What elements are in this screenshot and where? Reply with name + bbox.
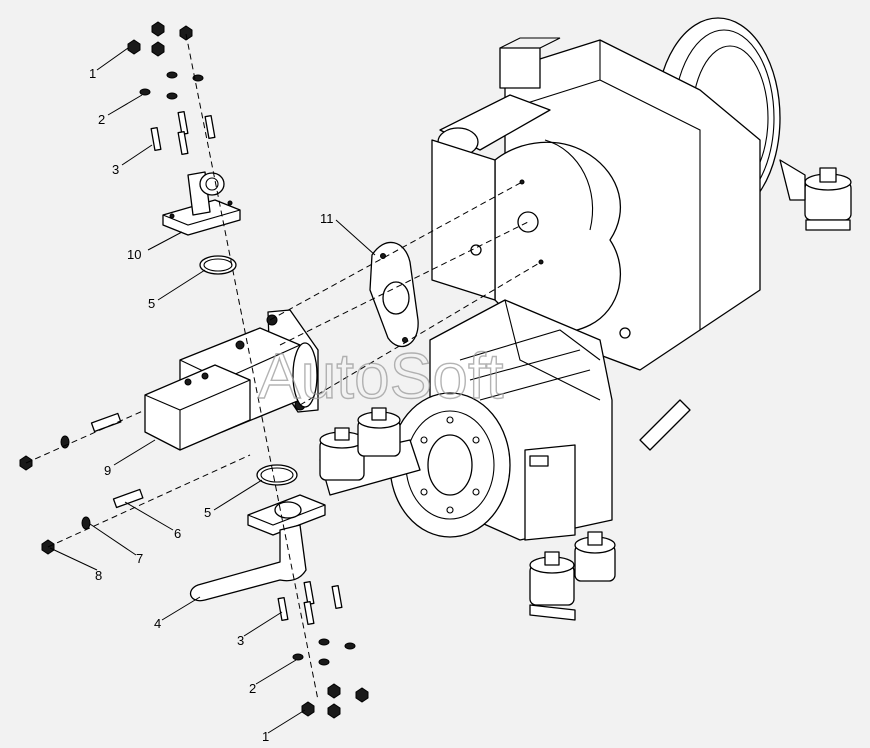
assembly-lines <box>25 33 542 701</box>
elbow-fitting <box>162 171 241 236</box>
fasteners-top <box>127 21 216 156</box>
callout-labels: 1 2 3 10 5 11 9 5 6 7 8 4 3 2 1 <box>89 66 334 744</box>
callout-3-bottom: 3 <box>237 633 244 648</box>
callout-11: 11 <box>320 211 334 226</box>
callout-1-bottom: 1 <box>262 729 269 744</box>
callout-8: 8 <box>95 568 102 583</box>
callout-2-top: 2 <box>98 112 105 127</box>
callout-7: 7 <box>136 551 143 566</box>
transmission-housing <box>389 17 781 541</box>
leader-lines <box>49 47 376 734</box>
callout-5-top: 5 <box>148 296 155 311</box>
watermark: AutoSoft <box>258 340 504 412</box>
callout-6: 6 <box>174 526 181 541</box>
lower-flange-hose <box>189 494 326 602</box>
fasteners-bottom <box>277 580 369 719</box>
callout-2-bottom: 2 <box>249 681 256 696</box>
callout-10: 10 <box>127 247 141 262</box>
fasteners-left <box>19 412 144 555</box>
callout-5-bottom: 5 <box>204 505 211 520</box>
pump-assembly <box>144 309 319 451</box>
callout-9: 9 <box>104 463 111 478</box>
callout-3-top: 3 <box>112 162 119 177</box>
engine-mounts <box>319 159 852 621</box>
callout-1-top: 1 <box>89 66 96 81</box>
callout-4: 4 <box>154 616 161 631</box>
gasket-plate <box>369 241 419 348</box>
